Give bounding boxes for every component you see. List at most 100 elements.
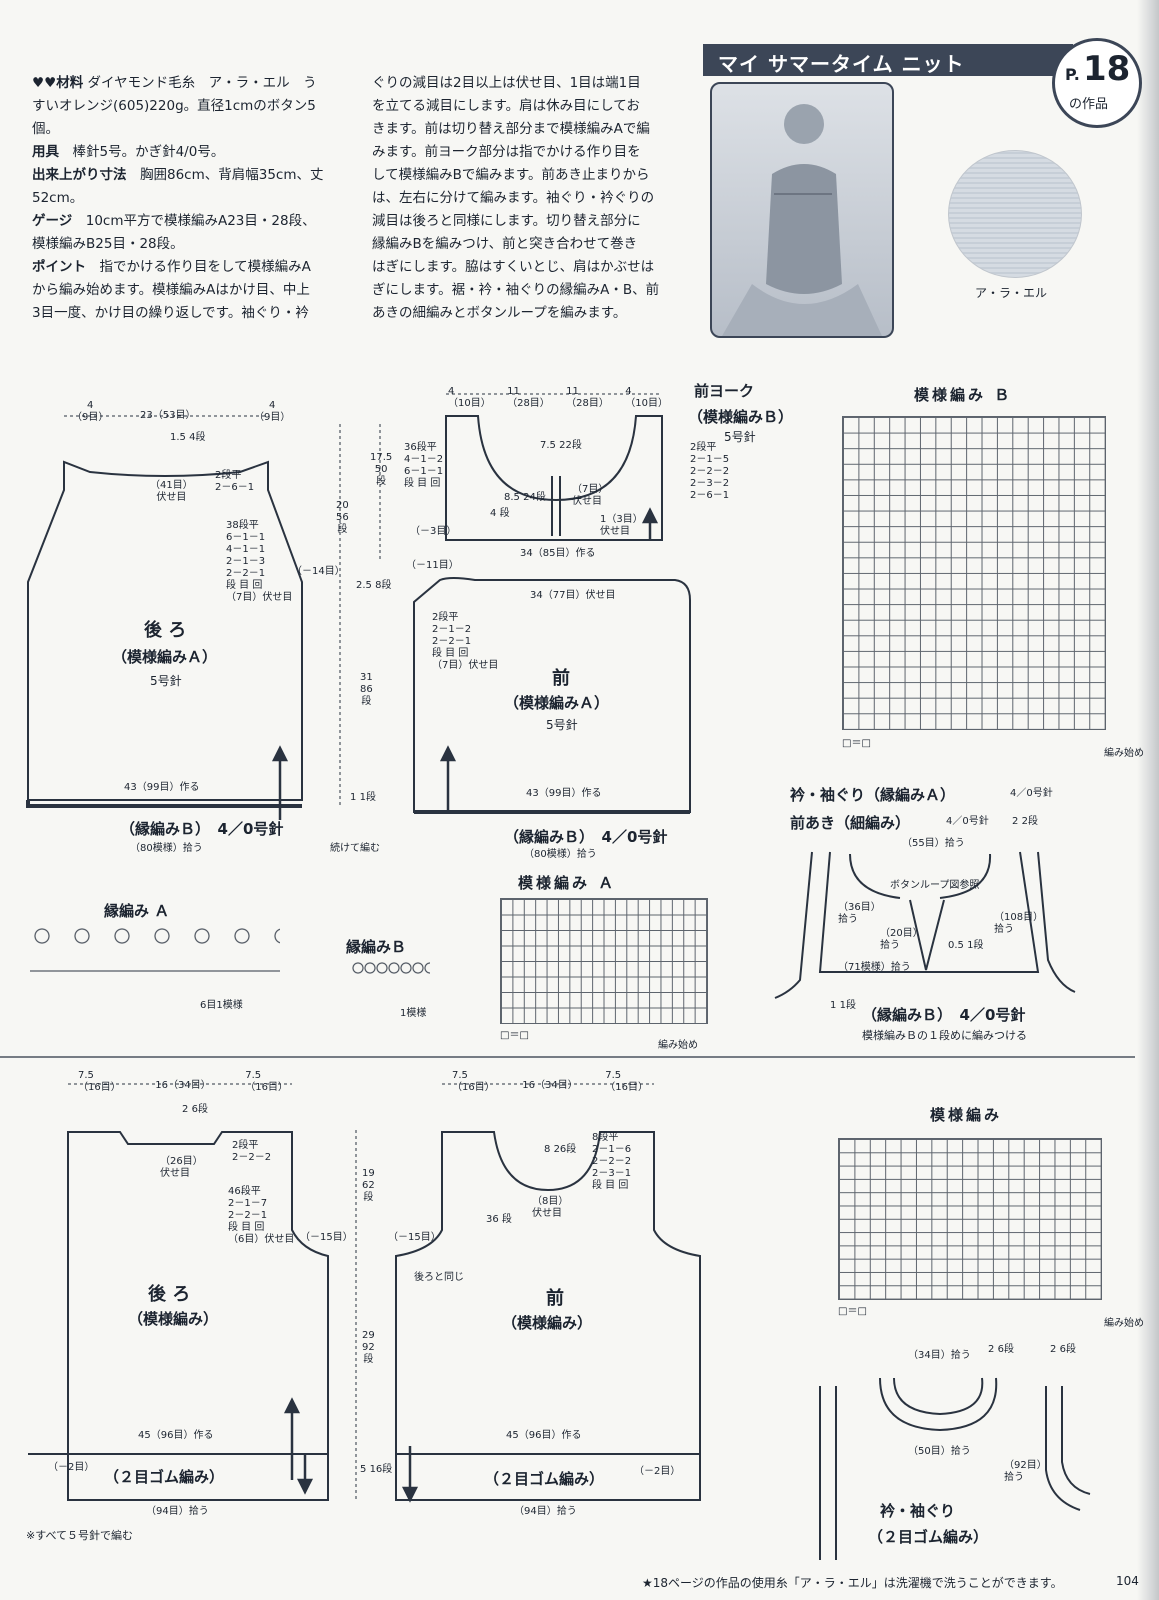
chart-b-legend: □＝□: [842, 738, 871, 749]
back-a-cast-on: 43（99目）作る: [124, 782, 200, 793]
front-a-cast-on: 43（99目）作る: [526, 788, 602, 799]
intro-line: みます。前ヨーク部分は指でかける作り目を: [372, 144, 641, 160]
back-a-neck-notes: 1.5 4段: [170, 432, 206, 443]
front-b-neck-depth: 8 26段: [544, 1144, 577, 1155]
height-notes-3: 2.5 8段: [356, 580, 392, 591]
chart-a-start: 編み始め: [658, 1040, 698, 1051]
front-b-center-bindoff: （8目）伏せ目: [532, 1196, 569, 1219]
back-b-neck-bindoff: （26目）伏せ目: [160, 1156, 203, 1179]
front-a-outline: [413, 577, 691, 813]
intro-line: 用具 棒針5号。かぎ針4/0号。: [32, 144, 225, 160]
neck-arm-rows: 2 2段: [1012, 816, 1038, 827]
neck-arm-edge-rows: 1 1段: [830, 1000, 856, 1011]
back-b-armhole-dec: （－15目）: [300, 1232, 353, 1243]
front-b-armhole-dec: （－15目）: [388, 1232, 441, 1243]
back-b-stitch: （模様編み）: [128, 1310, 219, 1328]
yoke-split-depth: 8.5 24段: [504, 492, 546, 503]
intro-line: ゲージ 10cm平方で模様編みA23目・28段、: [32, 213, 316, 229]
front-b-stitch: （模様編み）: [502, 1314, 593, 1332]
back-a-edge: （縁編みＢ） 4／0号針: [120, 820, 284, 838]
rib-neck-arm-title: 衿・袖ぐり: [880, 1502, 956, 1520]
bottom-height-3: 5 16段: [360, 1464, 393, 1475]
back-a-neck-bindoff: （41目）伏せ目: [150, 480, 193, 503]
front-a-title: 前: [552, 668, 570, 689]
yoke-stitch: （模様編みＢ）: [688, 408, 794, 426]
intro-left-column: ♥♥材料 ダイヤモンド毛糸 ア・ラ・エル う すいオレンジ(605)220g。直…: [32, 72, 352, 325]
yarn-swatch: [948, 150, 1082, 278]
chart-b-start: 編み始め: [1104, 748, 1144, 759]
rib-neck-pickup-34: （34目）拾う: [908, 1350, 971, 1361]
intro-line: は、左右に分けて編みます。袖ぐり・衿ぐりの: [372, 190, 655, 206]
front-b-cast-on: 45（96目）作る: [506, 1430, 582, 1441]
edge-a-title: 縁編み Ａ: [104, 902, 170, 920]
front-a-dec: （－11目）: [406, 560, 459, 571]
page-number: 18: [1083, 49, 1131, 89]
intro-line: ポイント 指でかける作り目をして模様編みA: [32, 259, 311, 275]
back-b-rib-dec: （－2目）: [48, 1462, 95, 1473]
yoke-left-dec: （－3目）: [410, 526, 457, 537]
intro-line: から編み始めます。模様編みAはかけ目、中上: [32, 282, 310, 298]
neck-arm-a-needle: 4／0号針: [1010, 788, 1053, 799]
intro-line: すいオレンジ(605)220g。直径1cmのボタン5: [32, 98, 316, 114]
intro-line: きます。前は切り替え部分まで模様編みAで編: [372, 121, 650, 137]
yoke-title: 前ヨーク: [694, 382, 755, 400]
yoke-outline: [445, 415, 663, 541]
yoke-needle: 5号針: [724, 430, 756, 444]
neck-arm-edge-b: （縁編みＢ） 4／0号針: [862, 1006, 1026, 1024]
intro-line: ♥♥材料 ダイヤモンド毛糸 ア・ラ・エル う: [32, 75, 317, 91]
intro-line: ぎにします。裾・衿・袖ぐりの縁編みA・B、前: [372, 282, 660, 298]
front-a-needle: 5号針: [546, 718, 578, 732]
back-a-title: 後 ろ: [144, 620, 187, 641]
edge-a-repeat: 6目1模様: [200, 1000, 243, 1011]
intro-line: はぎにします。脇はすくいとじ、肩はかぶせは: [372, 259, 655, 275]
neck-armhole-a-outline: [774, 851, 1040, 999]
intro-line: 模様編みB25目・28段。: [32, 236, 184, 252]
intro-line: して模様編みBで編みます。前あき止まりから: [372, 167, 650, 183]
edge-b-motif: [352, 962, 430, 986]
back-a-width-mid: 23（53目）: [140, 410, 196, 421]
neck-arm-a-title: 衿・袖ぐり（縁編みＡ）: [790, 786, 956, 804]
intro-line: ぐりの減目は2目以上は伏せ目、1目は端1目: [372, 75, 641, 91]
yoke-side-rows: 4 段: [490, 508, 510, 519]
rib-neck-pickup-50: （50目）拾う: [908, 1446, 971, 1457]
back-b-title: 後 ろ: [148, 1284, 191, 1305]
front-a-edge: （縁編みＢ） 4／0号針: [504, 828, 668, 846]
back-a-needle: 5号針: [150, 674, 182, 688]
intro-line: 個。: [32, 121, 59, 137]
intro-line: を立てる減目にします。肩は休み目にしてお: [372, 98, 640, 114]
front-opening-title: 前あき（細編み）: [790, 814, 911, 832]
page-number-footer: 104: [1116, 1574, 1139, 1588]
chart-pattern-bottom: [838, 1138, 1102, 1300]
all-needles-note: ※すべて５号針で編む: [26, 1529, 134, 1542]
front-b-outline: [395, 1131, 701, 1501]
chart-bottom-title: 模様編み: [930, 1106, 1003, 1124]
back-a-stitch: （模様編みＡ）: [112, 648, 218, 666]
page-binding-shadow: [1137, 0, 1159, 1600]
neck-arm-opening-rows: 0.5 1段: [948, 940, 984, 951]
height-notes-5: 1 1段: [350, 792, 376, 803]
front-b-rib-dec: （－2目）: [634, 1466, 681, 1477]
yoke-neck-depth: 7.5 22段: [540, 440, 582, 451]
back-b-width-top: 7.5（16目） 16（34目） 7.5（16目）: [78, 1070, 288, 1093]
model-silhouette: [722, 104, 882, 336]
chart-bottom-legend: □＝□: [838, 1306, 867, 1317]
back-a-armhole-dec: （－14目）: [292, 566, 345, 577]
neck-arm-pickup-71: （71模様）拾う: [838, 962, 911, 973]
rib-arm-pickup-92: （92目）拾う: [1004, 1460, 1047, 1483]
neck-arm-pickup-20: （20目）拾う: [880, 928, 923, 951]
intro-line: 3目一度、かけ目の繰り返しです。袖ぐり・衿: [32, 305, 309, 321]
intro-line: 出来上がり寸法 胸囲86cm、背肩幅35cm、丈: [32, 167, 324, 183]
title-banner: [703, 44, 1073, 76]
front-a-stitch: （模様編みＡ）: [504, 694, 610, 712]
continue-note: 続けて編む: [330, 843, 380, 854]
page-p-label: P.: [1065, 65, 1080, 84]
page-suffix: の作品: [1069, 97, 1109, 112]
